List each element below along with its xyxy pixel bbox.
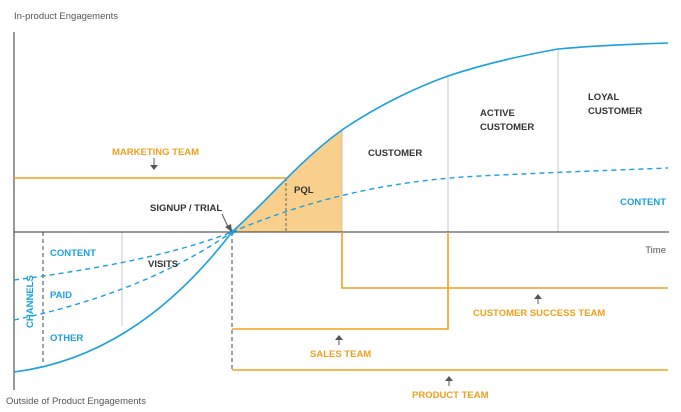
main-s-curve <box>13 42 669 373</box>
channel-paid-label: PAID <box>50 290 72 301</box>
channel-other-label: OTHER <box>50 333 83 344</box>
content-curve-right <box>231 167 669 233</box>
customer-label: CUSTOMER <box>368 148 422 159</box>
active-customer-label-1: ACTIVE <box>480 108 515 119</box>
x-axis-label: Time <box>645 245 666 256</box>
content-channel-curve <box>13 231 233 281</box>
signup-trial-label: SIGNUP / TRIAL <box>150 203 222 214</box>
product-team-label: PRODUCT TEAM <box>412 390 489 401</box>
channels-label: CHANNELS <box>25 275 36 328</box>
paid-channel-curve <box>13 231 233 321</box>
customer-success-arrow <box>534 294 542 304</box>
marketing-arrow <box>150 158 158 170</box>
customer-success-team-line <box>341 232 668 289</box>
sales-arrow <box>335 335 343 345</box>
signup-arrow <box>221 213 232 232</box>
y-top-label: In-product Engagements <box>14 11 118 22</box>
sales-team-label: SALES TEAM <box>310 349 371 360</box>
content-curve-label: CONTENT <box>620 197 666 208</box>
product-arrow <box>445 376 453 386</box>
pql-label: PQL <box>294 185 314 196</box>
channel-content-label: CONTENT <box>50 248 96 259</box>
sales-team-line <box>232 232 449 330</box>
loyal-customer-label-1: LOYAL <box>588 92 620 103</box>
loyal-customer-label-2: CUSTOMER <box>588 106 642 117</box>
marketing-team-label: MARKETING TEAM <box>112 147 199 158</box>
active-customer-label-2: CUSTOMER <box>480 122 534 133</box>
y-bottom-label: Outside of Product Engagements <box>6 396 146 407</box>
visits-label: VISITS <box>148 259 178 270</box>
customer-success-team-label: CUSTOMER SUCCESS TEAM <box>473 308 605 319</box>
